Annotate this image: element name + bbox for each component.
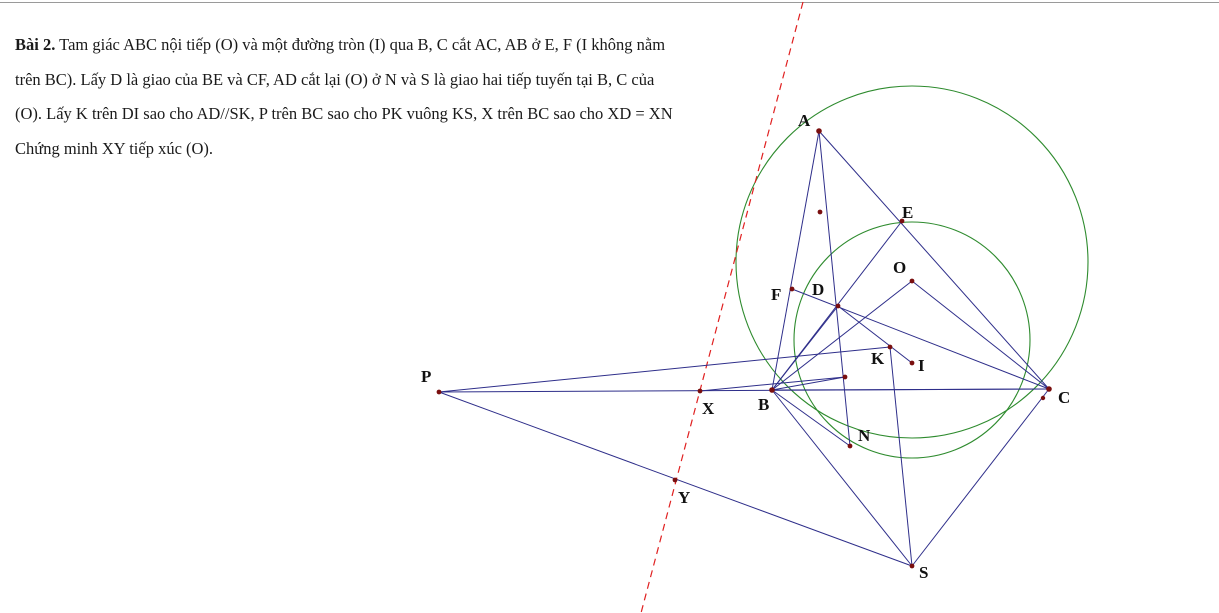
point-intersection	[842, 374, 848, 380]
point-s	[909, 563, 915, 569]
problem-line-2: trên BC). Lấy D là giao của BE và CF, AD…	[15, 69, 655, 89]
point-f	[789, 286, 795, 292]
point-c-near	[1040, 395, 1046, 401]
segment-cs	[911, 388, 1050, 567]
segments-group	[438, 130, 1050, 567]
points-group	[436, 128, 1052, 569]
label-y: Y	[678, 488, 690, 507]
problem-text-1: Tam giác ABC nội tiếp (O) và một đường t…	[55, 35, 666, 54]
point-p	[436, 389, 442, 395]
point-o	[909, 278, 915, 284]
point-center-marker	[817, 209, 823, 215]
point-n	[847, 443, 853, 449]
problem-line-1: Bài 2. Tam giác ABC nội tiếp (O) và một …	[15, 28, 755, 63]
segment-x-mark	[699, 376, 846, 392]
point-a	[816, 128, 822, 134]
segment-b-mark	[771, 376, 846, 391]
segment-bs	[771, 389, 913, 567]
segment-oc	[911, 280, 1050, 390]
segment-bn	[771, 389, 851, 447]
point-d	[835, 303, 841, 309]
label-b: B	[758, 395, 769, 414]
point-y	[672, 477, 678, 483]
label-i: I	[918, 356, 925, 375]
segment-pc	[438, 388, 1050, 393]
point-b	[769, 387, 775, 393]
segment-bo	[771, 280, 913, 391]
segment-di	[837, 305, 913, 364]
point-x	[697, 388, 703, 394]
label-a: A	[798, 111, 811, 130]
label-p: P	[421, 367, 431, 386]
point-i	[909, 360, 915, 366]
point-e	[899, 218, 905, 224]
point-c	[1046, 386, 1052, 392]
segment-ac	[818, 130, 1050, 390]
segment-bd	[771, 305, 839, 391]
problem-line-3: (O). Lấy K trên DI sao cho AD//SK, P trê…	[15, 104, 673, 123]
label-d: D	[812, 280, 824, 299]
label-e: E	[902, 203, 913, 222]
point-k	[887, 344, 893, 350]
label-k: K	[871, 349, 885, 368]
label-o: O	[893, 258, 906, 277]
problem-statement: Bài 2. Tam giác ABC nội tiếp (O) và một …	[15, 28, 755, 166]
top-divider	[0, 2, 1219, 3]
label-c: C	[1058, 388, 1070, 407]
problem-line-4: Chứng minh XY tiếp xúc (O).	[15, 138, 214, 158]
label-s: S	[919, 563, 928, 582]
segment-pk	[438, 346, 891, 393]
segment-fc	[791, 288, 1050, 390]
segment-ab	[771, 130, 820, 391]
label-n: N	[858, 426, 871, 445]
problem-number: Bài 2.	[15, 35, 56, 54]
circle-i	[793, 221, 1031, 459]
circle-o	[735, 85, 1089, 439]
segment-an	[818, 130, 851, 447]
dashed-line-xy	[640, 1, 804, 613]
label-x: X	[702, 399, 715, 418]
segment-ks	[889, 346, 913, 567]
label-f: F	[771, 285, 781, 304]
